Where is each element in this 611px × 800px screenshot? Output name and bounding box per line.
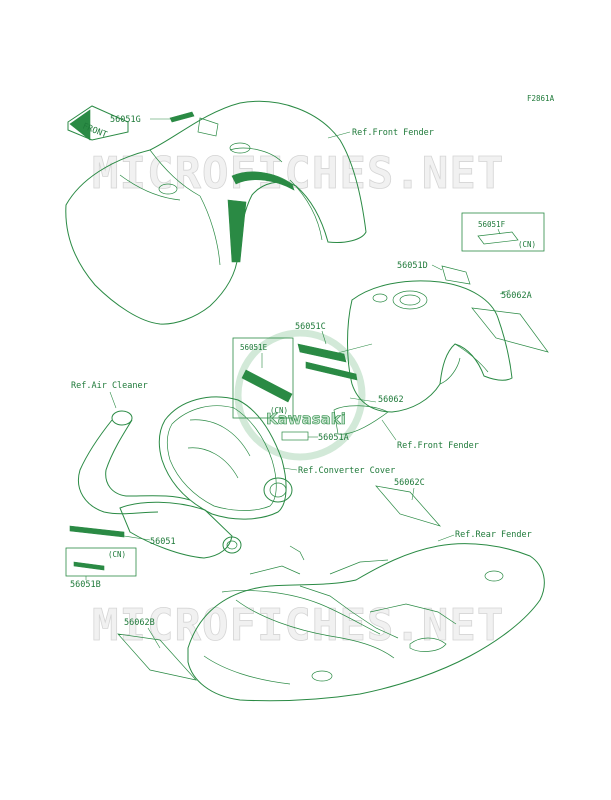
- label-56062c: 56062C: [394, 478, 425, 488]
- watermark-top: MICROFICHES.NET: [92, 148, 504, 199]
- label-56062b: 56062B: [124, 618, 155, 628]
- label-56051b: 56051B: [70, 580, 101, 590]
- rear-fender: [187, 543, 545, 702]
- label-ref-converter-cover: Ref.Converter Cover: [298, 466, 395, 476]
- label-cn-b: (CN): [108, 550, 126, 559]
- decal-56062: [333, 405, 389, 435]
- label-ref-front-fender-top: Ref.Front Fender: [352, 128, 434, 138]
- decal-56062c: [375, 485, 442, 527]
- decal-56062b: [117, 633, 197, 681]
- label-cn-e: (CN): [270, 406, 288, 415]
- logo-text: Kawasaki: [266, 410, 346, 428]
- air-cleaner: [78, 410, 242, 559]
- label-56051e: 56051E: [240, 343, 268, 352]
- label-56062a: 56062A: [501, 291, 532, 301]
- label-56051d: 56051D: [397, 261, 428, 271]
- decal-56051: [69, 525, 125, 538]
- box-56051f: 56051F (CN): [461, 212, 545, 252]
- decal-56051g: [169, 111, 195, 123]
- watermark-bottom: MICROFICHES.NET: [92, 600, 504, 651]
- label-56051g: 56051G: [110, 115, 141, 125]
- label-ref-front-fender-mid: Ref.Front Fender: [397, 441, 479, 451]
- front-arrow-icon: FRONT: [67, 105, 129, 141]
- label-56051: 56051: [150, 537, 176, 547]
- label-56051c: 56051C: [295, 322, 326, 332]
- kawasaki-logo: Kawasaki: [234, 329, 366, 461]
- label-ref-rear-fender: Ref.Rear Fender: [455, 530, 532, 540]
- box-56051b: (CN): [65, 547, 137, 577]
- label-56051a: 56051A: [318, 433, 349, 443]
- figure-id: F2861A: [527, 94, 555, 103]
- box-56051e: 56051E (CN): [232, 337, 294, 419]
- front-fender-top: [65, 100, 367, 325]
- decal-56051a: [281, 431, 309, 441]
- decal-56051d: [441, 265, 471, 285]
- label-cn-f: (CN): [518, 240, 536, 249]
- label-56051f: 56051F: [478, 220, 506, 229]
- converter-cover: [158, 396, 293, 520]
- label-56062: 56062: [378, 395, 404, 405]
- label-ref-air-cleaner: Ref.Air Cleaner: [71, 381, 148, 391]
- decal-56062a: [471, 307, 549, 353]
- decal-56051c: [297, 343, 358, 381]
- front-fender-mid: [347, 280, 513, 413]
